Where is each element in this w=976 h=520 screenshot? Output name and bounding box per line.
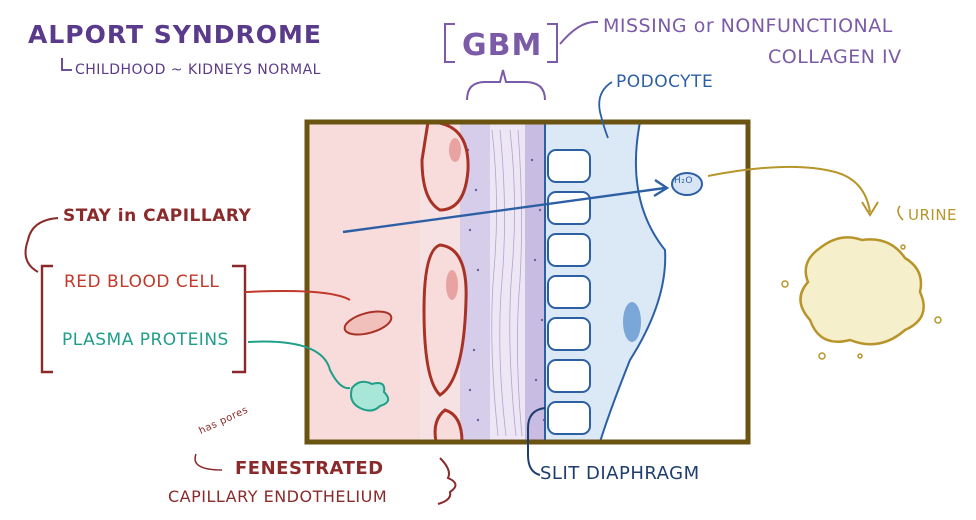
urine-arrow <box>708 167 870 212</box>
pores-pointer <box>195 454 222 470</box>
fenestrated-label: FENESTRATED <box>235 458 384 479</box>
water-label: H₂O <box>674 176 693 186</box>
missing-label: MISSING or NONFUNCTIONAL <box>603 15 893 37</box>
urine-label: URINE <box>908 206 957 224</box>
stay-label: STAY in CAPILLARY <box>63 206 251 226</box>
rbc-label: RED BLOOD CELL <box>64 272 219 292</box>
slit-diaphragm-label: SLIT DIAPHRAGM <box>540 463 700 484</box>
podocyte-nucleus <box>623 302 641 342</box>
diagram-title: ALPORT SYNDROME <box>28 20 322 49</box>
urine-pointer <box>898 206 903 220</box>
subtitle-hook <box>62 58 72 70</box>
podocyte-label: PODOCYTE <box>616 72 713 92</box>
urine-puddle <box>800 237 923 344</box>
capillary-endothelium-label: CAPILLARY ENDOTHELIUM <box>168 487 387 506</box>
plasma-label: PLASMA PROTEINS <box>62 330 229 350</box>
left-bracket <box>42 266 53 372</box>
diagram-subtitle: CHILDHOOD ~ KIDNEYS NORMAL <box>75 62 321 78</box>
right-bracket <box>232 266 245 372</box>
podocyte-foot-processes <box>548 150 590 434</box>
fenestrated-pointer <box>438 458 456 504</box>
gbm-label: GBM <box>462 28 542 63</box>
stay-pointer <box>26 218 58 272</box>
collagen-label: COLLAGEN IV <box>768 46 902 68</box>
